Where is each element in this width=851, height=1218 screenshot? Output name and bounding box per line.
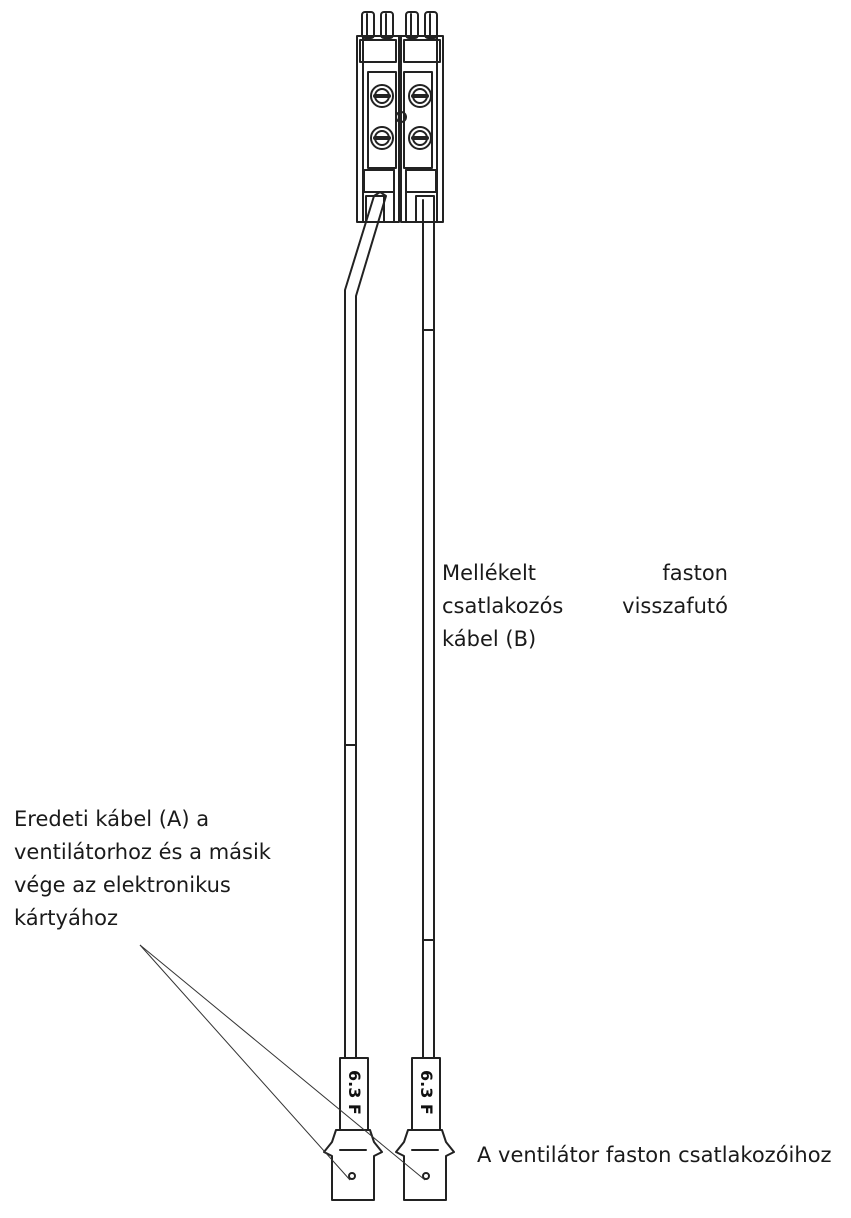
cable-a xyxy=(344,191,387,1059)
connector-a-tag: 6.3 F xyxy=(345,1070,364,1115)
connector-b-tag: 6.3 F xyxy=(417,1070,436,1115)
leader-line-a1 xyxy=(139,944,351,1181)
cable-b xyxy=(422,199,435,1059)
cable-b-label: Mellékelt faston csatlakozós visszafutó … xyxy=(442,557,728,656)
cable-b-label-word: csatlakozós xyxy=(442,594,564,618)
faston-connector-b xyxy=(395,1057,455,1201)
faston-connector-a xyxy=(323,1057,383,1201)
terminal-block xyxy=(356,11,444,223)
cable-a-label-line: ventilátorhoz és a másik xyxy=(14,840,271,864)
cable-b-label-word: visszafutó xyxy=(622,594,728,618)
cable-a-label-line: kártyához xyxy=(14,906,119,930)
connectors-label: A ventilátor faston csatlakozóihoz xyxy=(477,1143,832,1167)
leader-line-a2 xyxy=(139,944,426,1181)
cable-b-label-word: faston xyxy=(662,561,728,585)
cable-a-label: Eredeti kábel (A) a ventilátorhoz és a m… xyxy=(14,803,271,935)
cable-b-label-word: Mellékelt xyxy=(442,561,537,585)
cable-a-label-line: vége az elektronikus xyxy=(14,873,231,897)
cable-b-label-word: kábel (B) xyxy=(442,627,537,651)
cable-a-label-line: Eredeti kábel (A) a xyxy=(14,807,210,831)
